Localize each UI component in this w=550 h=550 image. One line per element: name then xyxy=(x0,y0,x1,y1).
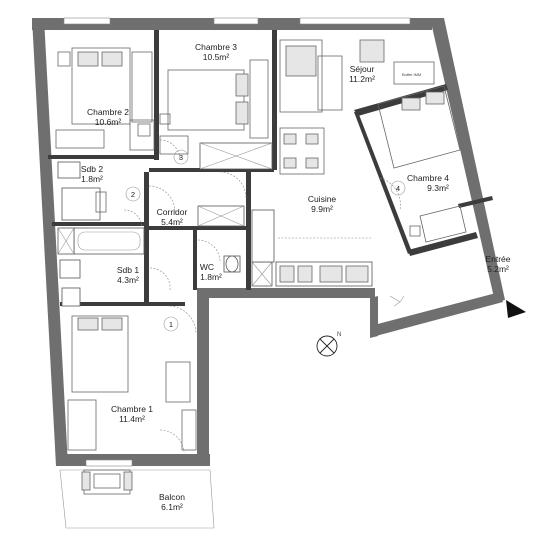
furniture-note: Buffet IMM xyxy=(402,72,421,77)
sdb2-fixtures xyxy=(57,161,107,221)
chambre1-furniture xyxy=(67,315,197,451)
room-area-chambre4: 9.3m² xyxy=(427,183,449,193)
door-marker-2: 2 xyxy=(131,190,135,199)
chambre4-furniture xyxy=(377,85,467,243)
room-name-chambre1: Chambre 1 xyxy=(111,404,153,414)
room-area-cuisine: 9.9m² xyxy=(311,204,333,214)
room-name-balcon: Balcon xyxy=(159,492,185,502)
room-name-wc: WC xyxy=(200,262,214,272)
room-name-sdb2: Sdb 2 xyxy=(81,164,103,174)
sejour-furniture xyxy=(279,39,435,175)
chambre3-furniture xyxy=(159,59,273,170)
inner-walls xyxy=(48,30,493,306)
room-name-corridor: Corridor xyxy=(157,207,188,217)
room-area-sejour: 11.2m² xyxy=(349,74,375,84)
room-area-wc: 1.8m² xyxy=(200,272,222,282)
room-name-chambre3: Chambre 3 xyxy=(195,42,237,52)
door-marker-3: 3 xyxy=(179,153,183,162)
chambre2-furniture xyxy=(55,47,155,151)
room-area-corridor: 5.4m² xyxy=(161,217,183,227)
compass-icon: N xyxy=(316,332,341,357)
room-area-sdb1: 4.3m² xyxy=(117,275,139,285)
entrance-arrow-icon xyxy=(506,300,526,318)
room-labels: Chambre 2 10.6m² Chambre 3 10.5m² Séjour… xyxy=(81,42,511,512)
outer-walls xyxy=(32,18,505,466)
compass-letter: N xyxy=(337,332,341,338)
room-area-sdb2: 1.8m² xyxy=(81,174,103,184)
room-area-chambre1: 11.4m² xyxy=(119,414,145,424)
windows xyxy=(63,17,411,467)
room-name-sejour: Séjour xyxy=(350,64,375,74)
room-area-entree: 5.2m² xyxy=(487,264,509,274)
sdb1-fixtures xyxy=(57,227,145,307)
door-marker-4: 4 xyxy=(396,184,400,193)
room-area-balcon: 6.1m² xyxy=(161,502,183,512)
doors xyxy=(123,139,401,453)
room-name-chambre4: Chambre 4 xyxy=(407,173,449,183)
door-markers: 1 2 3 4 xyxy=(125,149,406,332)
door-marker-1: 1 xyxy=(169,320,173,329)
room-area-chambre3: 10.5m² xyxy=(203,52,230,62)
wc-fixtures xyxy=(223,255,241,273)
room-name-entree: Entrée xyxy=(485,254,510,264)
umbrella-icon xyxy=(389,295,405,307)
room-name-sdb1: Sdb 1 xyxy=(117,265,139,275)
cuisine-fixtures xyxy=(197,205,373,287)
room-name-chambre2: Chambre 2 xyxy=(87,107,129,117)
balcony xyxy=(59,469,215,529)
room-area-chambre2: 10.6m² xyxy=(95,117,122,127)
room-name-cuisine: Cuisine xyxy=(308,194,337,204)
